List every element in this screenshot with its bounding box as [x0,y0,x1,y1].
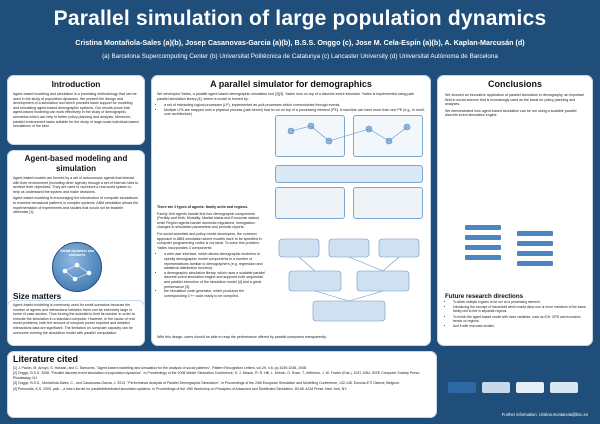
literature-heading: Literature cited [13,354,79,364]
component-item: the simulation code generator, which pro… [164,289,265,298]
future-bullet: And it with real case studies. [453,324,587,328]
parallel-heading: A parallel simulator for demographics [210,79,372,89]
conclusions-text: We showed an innovative application of p… [445,93,585,118]
parallel-bullet: a set of interacting logical processes (… [164,103,425,108]
future-bullet: To allow multiple regions to be run on a… [453,300,587,304]
introduction-heading: Introduction [51,79,101,89]
components-paragraph: For social scientists and policy model d… [157,231,262,250]
size-card: Agent-based modeling is commonly used fo… [7,300,145,346]
bsc-logo [448,382,476,393]
lp-group-box [353,115,423,157]
parallel-footnote: With this design, users should be able t… [157,335,425,342]
architecture-connectors [287,122,411,145]
lancaster-logo [516,382,544,393]
kernel-box [275,165,423,183]
parallel-card: A parallel simulator for demographics We… [151,75,431,346]
institution-logos [448,382,578,393]
future-bullet-list: To allow multiple regions to be run on a… [445,300,587,328]
introduction-text: Agent-based modeling and simulation is a… [13,92,139,129]
agent-types-text: There are 2 types of agents: family unit… [157,205,265,298]
literature-item: [2] Onggo, B.S.S. 2008. "Parallel discre… [13,371,420,380]
poster-header: Parallel simulation of large population … [0,0,600,70]
abm-paragraph-2: Agent-based modeling is encouraging the … [13,196,139,215]
abm-diagram-label: Global dynamics and structures [59,249,95,257]
component-item: a web user interface, which allows demog… [164,252,265,270]
component-diagram-graphic [278,238,420,322]
literature-item: [1] J. Pavón, M. Arroyo, S. Hassan, and … [13,366,307,370]
literature-item: [3] Onggo, B.S.S., Montañola-Sales, C., … [13,381,400,386]
future-heading: Future research directions [445,293,524,300]
size-text: Agent-based modeling is commonly used fo… [7,300,145,340]
pe-box [275,187,345,219]
future-bullet: Introducing the concept of household whi… [453,305,587,313]
contact-info: Further information: cristina.montanola@… [501,412,588,417]
future-bullet: To enrich the agent-based model with mor… [453,315,587,323]
parallel-footnote-text: With this design, users should be able t… [157,335,327,340]
abm-text: Agent-based models are formed by a set o… [13,176,139,215]
component-diagram [273,231,425,327]
lp-group-box [275,115,345,157]
poster-title: Parallel simulation of large population … [53,7,547,30]
conclusions-heading: Conclusions [487,79,542,89]
agent-types-title: There are 2 types of agents: family unit… [157,205,249,209]
literature-item: [4] Perumalla, K.S. 2005. μsik – a micro… [13,386,348,391]
agent-types-paragraph: Family Unit agents handle first four dem… [157,211,259,230]
abm-diagram: Global dynamics and structures [52,242,102,292]
author-list: Cristina Montañola-Sales (a)(b), Josep C… [75,38,525,47]
conclusions-card: Conclusions We showed an innovative appl… [437,75,593,346]
architecture-diagram [271,111,425,221]
abm-heading: Agent-based modeling and simulation [24,154,128,173]
affiliation-list: (a) Barcelona Supercomputing Center (b) … [102,53,498,60]
conclusions-paragraph-1: We showed an innovative application of p… [445,93,585,107]
pe-box [353,187,423,219]
agent-network-graphic [62,262,92,282]
parallel-intro-text: We developed Yades, a parallel agent-bas… [157,92,414,101]
size-paragraph: Agent-based modeling is commonly used fo… [13,303,135,335]
conclusions-paragraph-2: We demonstrated how agent-based simulati… [445,108,577,118]
abm-card: Agent-based modeling and simulation Agen… [7,150,145,320]
parallel-execution-graphic [465,225,553,266]
size-heading: Size matters [13,292,62,301]
introduction-paragraph: Agent-based modeling and simulation is a… [13,92,139,129]
abm-paragraph-1: Agent-based models are formed by a set o… [13,176,139,194]
upc-logo [482,382,510,393]
introduction-card: Introduction Agent-based modeling and si… [7,75,145,145]
parallel-bullet: Multiple LPs are mapped onto a physical … [164,108,425,117]
parallel-intro: We developed Yades, a parallel agent-bas… [157,92,425,117]
uab-logo [550,382,578,393]
component-item: a demographic simulation library, which … [164,271,265,289]
literature-card: Literature cited [1] J. Pavón, M. Arroyo… [7,351,437,418]
